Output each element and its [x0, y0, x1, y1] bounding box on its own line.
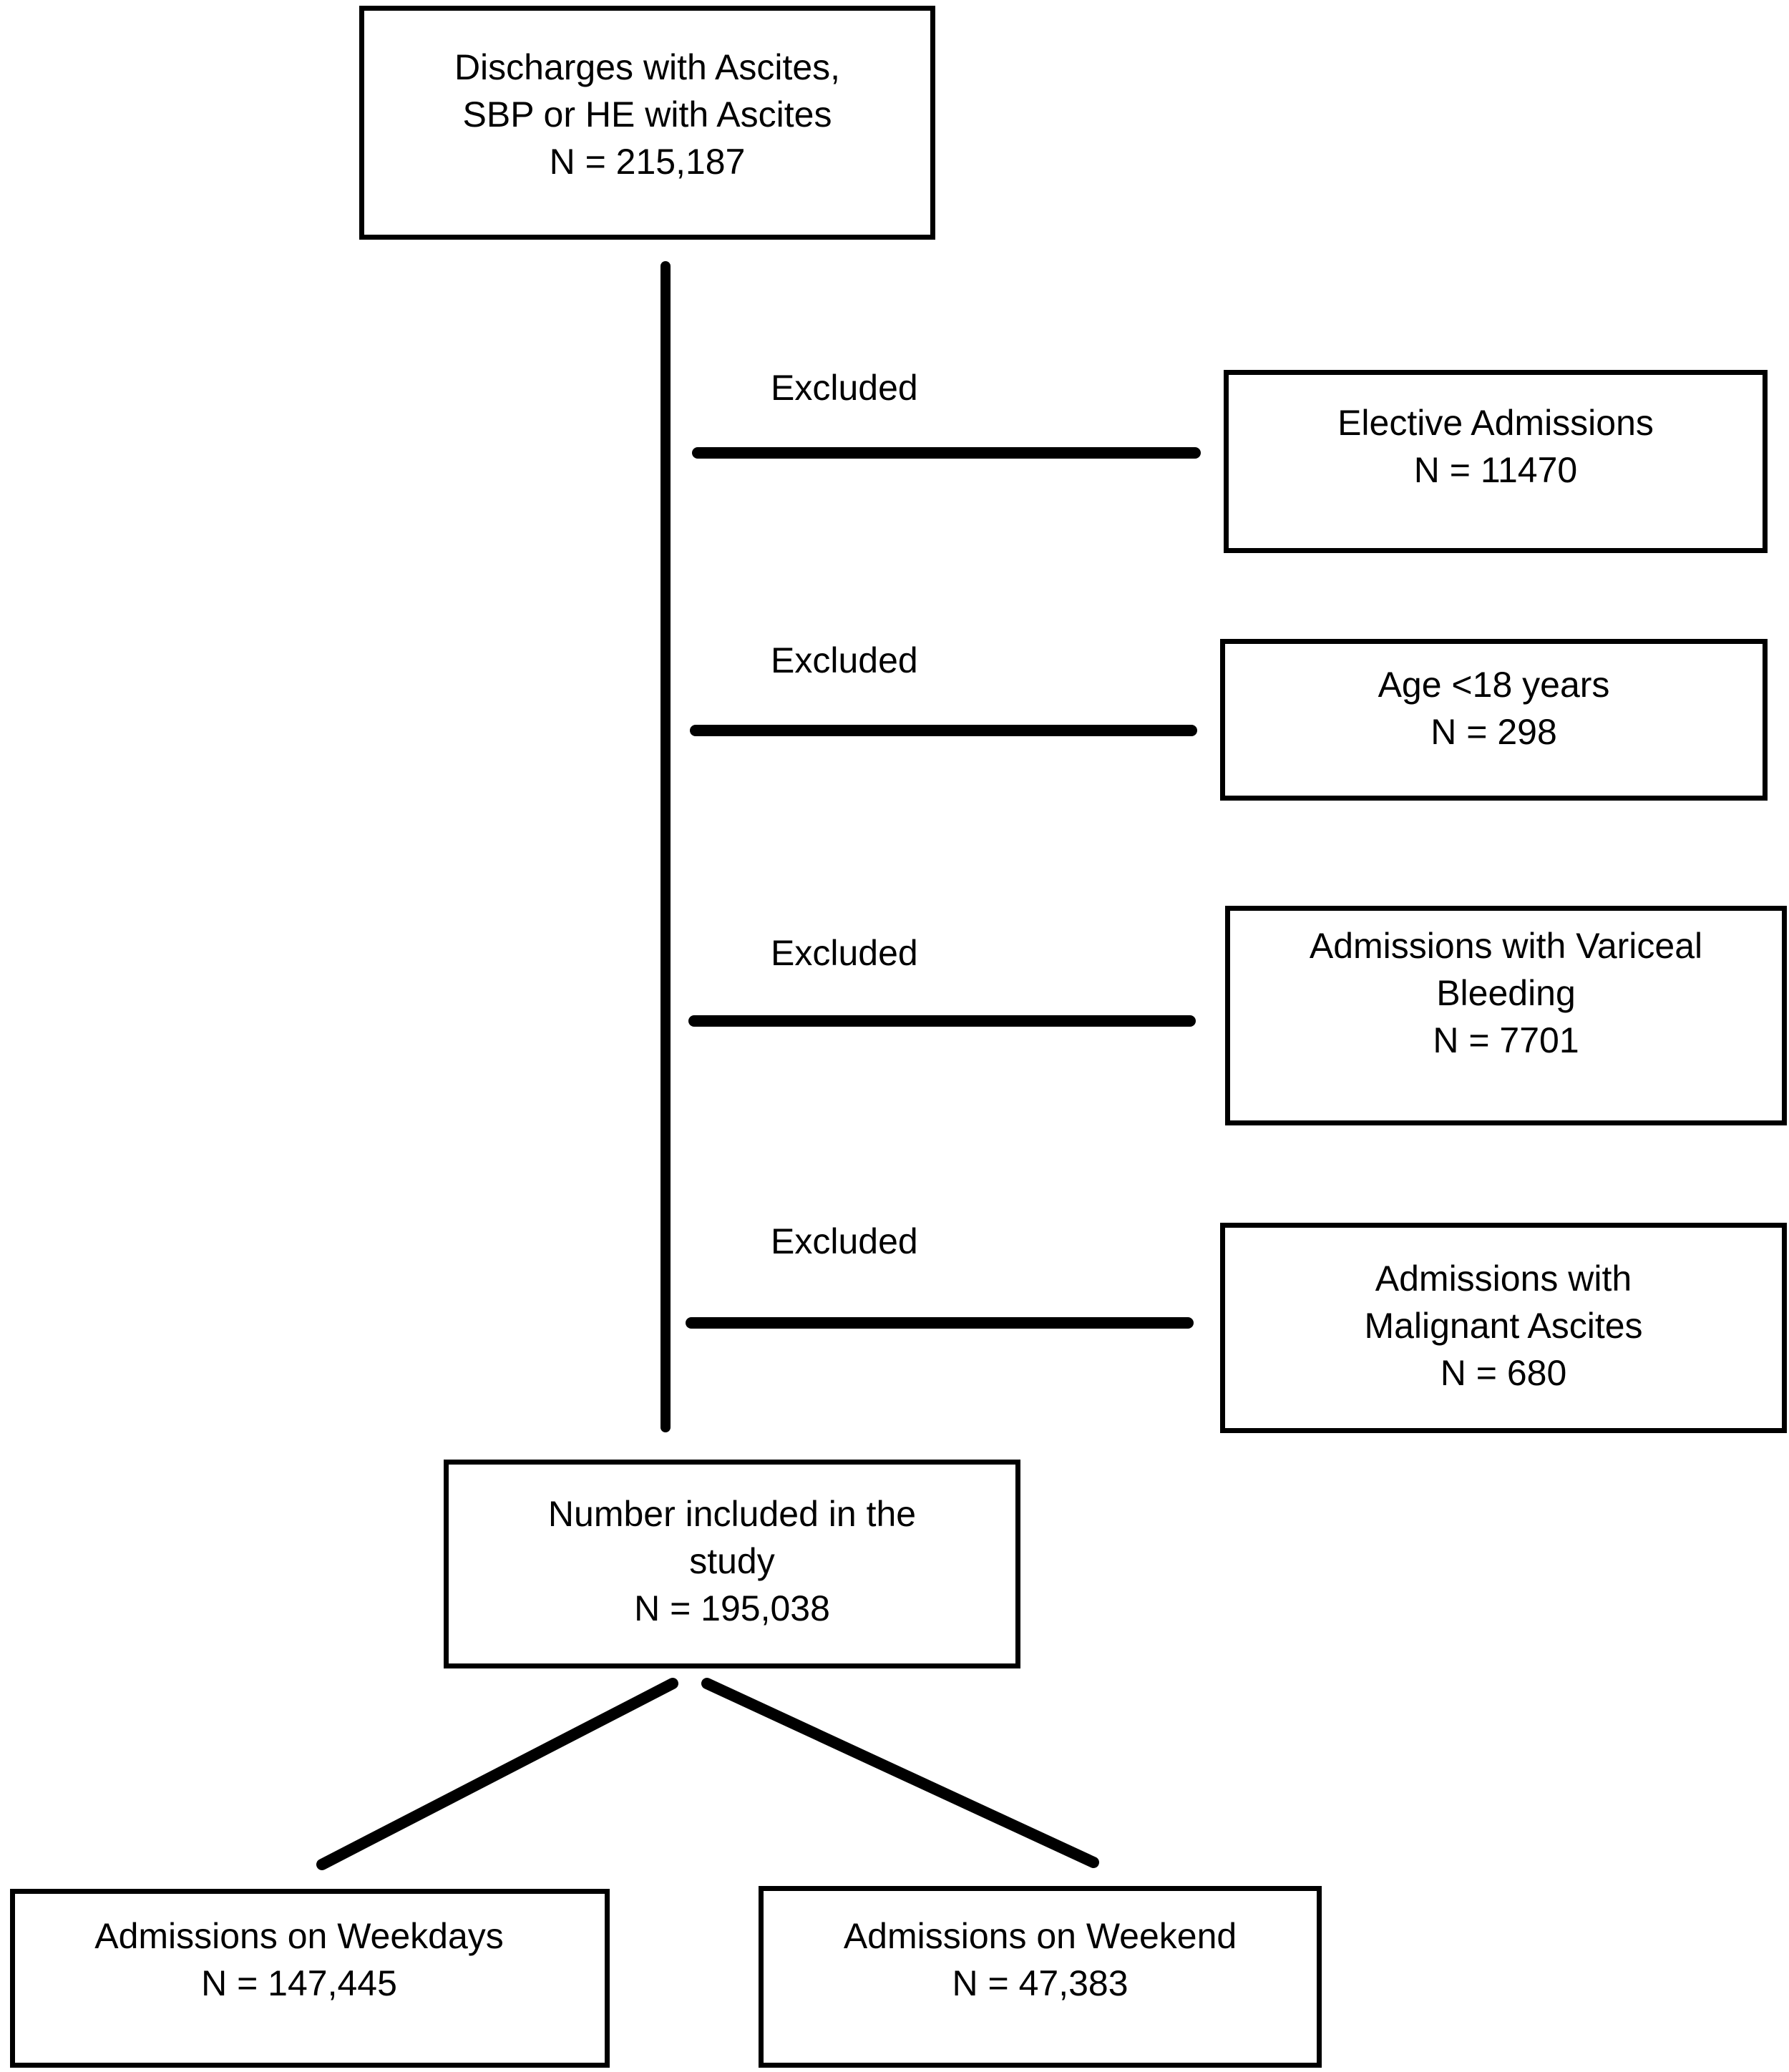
weekend-line-1: Admissions on Weekend: [843, 1916, 1237, 1956]
weekdays-count: N = 147,445: [201, 1963, 397, 2003]
branch-connector-weekend: [701, 1678, 1099, 1868]
start-line-2: SBP or HE with Ascites: [462, 94, 832, 135]
exclusion-3-count: N = 7701: [1433, 1020, 1579, 1060]
included-line-2: study: [689, 1541, 775, 1581]
exclusion-box-elective-text: Elective Admissions N = 11470: [1229, 399, 1763, 494]
start-count: N = 215,187: [549, 142, 746, 182]
excluded-label-2: Excluded: [771, 640, 918, 680]
start-line-1: Discharges with Ascites,: [454, 47, 841, 87]
branch-connector-weekdays: [316, 1678, 678, 1870]
included-box-text: Number included in the study N = 195,038: [449, 1490, 1015, 1632]
exclusion-1-count: N = 11470: [1413, 450, 1578, 490]
weekdays-box-text: Admissions on Weekdays N = 147,445: [0, 1912, 605, 2007]
excluded-label-1: Excluded: [771, 368, 918, 408]
included-box: Number included in the study N = 195,038: [444, 1460, 1020, 1668]
excluded-label-4: Excluded: [771, 1221, 918, 1261]
included-line-1: Number included in the: [547, 1494, 917, 1534]
included-count: N = 195,038: [634, 1588, 830, 1628]
weekdays-line-1: Admissions on Weekdays: [94, 1916, 504, 1956]
exclusion-box-variceal-text: Admissions with Variceal Bleeding N = 77…: [1230, 922, 1782, 1064]
weekend-box-text: Admissions on Weekend N = 47,383: [764, 1912, 1317, 2007]
exclusion-box-malignant: Admissions with Malignant Ascites N = 68…: [1220, 1223, 1787, 1433]
exclusion-3-line-1: Admissions with Variceal: [1309, 926, 1703, 966]
exclusion-4-count: N = 680: [1440, 1353, 1567, 1393]
exclusion-4-line-2: Malignant Ascites: [1364, 1306, 1643, 1346]
exclusion-1-line-1: Elective Admissions: [1337, 403, 1654, 443]
exclusion-box-age: Age <18 years N = 298: [1220, 639, 1768, 801]
exclusion-box-malignant-text: Admissions with Malignant Ascites N = 68…: [1225, 1255, 1782, 1397]
weekend-box: Admissions on Weekend N = 47,383: [759, 1886, 1322, 2068]
exclusion-2-line-1: Age <18 years: [1378, 665, 1610, 705]
exclusion-3-line-2: Bleeding: [1436, 973, 1576, 1013]
exclusion-2-count: N = 298: [1430, 712, 1557, 752]
start-box-text: Discharges with Ascites, SBP or HE with …: [364, 44, 930, 185]
weekend-count: N = 47,383: [952, 1963, 1129, 2003]
weekdays-box: Admissions on Weekdays N = 147,445: [10, 1889, 610, 2068]
exclusion-box-age-text: Age <18 years N = 298: [1225, 661, 1763, 756]
start-box: Discharges with Ascites, SBP or HE with …: [359, 6, 935, 240]
exclusion-4-line-1: Admissions with: [1375, 1259, 1632, 1299]
excluded-label-3: Excluded: [771, 933, 918, 973]
exclusion-box-variceal: Admissions with Variceal Bleeding N = 77…: [1225, 906, 1787, 1125]
exclusion-box-elective: Elective Admissions N = 11470: [1224, 370, 1768, 553]
